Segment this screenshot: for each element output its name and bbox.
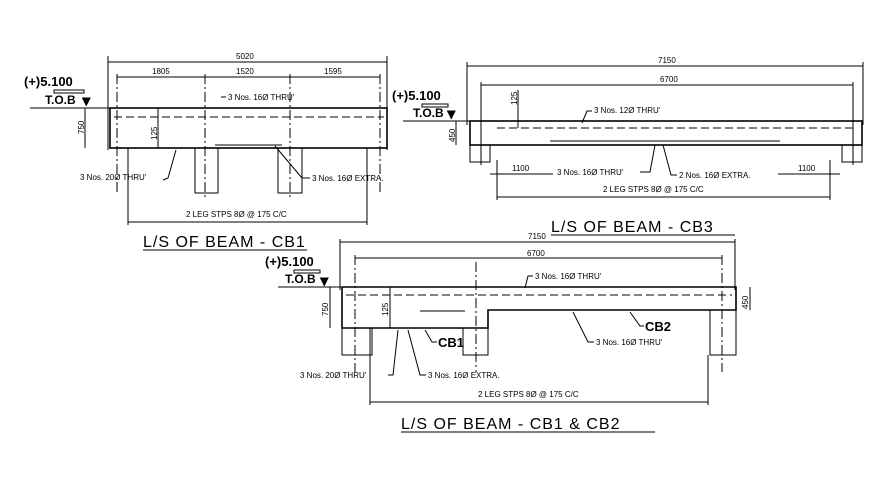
top-bar-label: 3 Nos. 16Ø THRU'	[228, 93, 295, 102]
dim-total: 7150	[528, 232, 546, 241]
cb2-depth-label: 450	[741, 295, 750, 309]
section-title: L/S OF BEAM - CB1 & CB2	[401, 416, 621, 433]
dim-inner: 6700	[527, 249, 545, 258]
tob-label: T.O.B	[285, 272, 316, 286]
dim-total: 5020	[236, 52, 254, 61]
dim-b: 1520	[236, 67, 254, 76]
extra-bar-label: 2 Nos. 16Ø EXTRA.	[679, 171, 751, 180]
cover-label: 125	[381, 302, 390, 316]
stirrup-label: 2 LEG STPS 8Ø @ 175 C/C	[478, 390, 579, 399]
cover-label: 125	[510, 91, 519, 105]
dim-c: 1595	[324, 67, 342, 76]
bottom-bar-label: 3 Nos. 20Ø THRU'	[80, 173, 147, 182]
extra-bar-label: 3 Nos. 16Ø EXTRA.	[428, 371, 500, 380]
cb2-label: CB2	[645, 319, 671, 334]
cb1-label: CB1	[438, 335, 464, 350]
section-title: L/S OF BEAM - CB3	[551, 219, 714, 236]
right-extension: 1100	[798, 164, 816, 173]
depth-label: 750	[77, 120, 86, 134]
dim-total: 7150	[658, 56, 676, 65]
section-cb1-cb2: 7150 6700 (+)5.100 T.O.B 750 125 450 3 N…	[265, 232, 751, 433]
left-extension: 1100	[512, 164, 530, 173]
cb1-depth-label: 750	[321, 302, 330, 316]
top-bar-label: 3 Nos. 12Ø THRU'	[594, 106, 661, 115]
dim-inner: 6700	[660, 75, 678, 84]
top-bar-label: 3 Nos. 16Ø THRU'	[535, 272, 602, 281]
stirrup-label: 2 LEG STPS 8Ø @ 175 C/C	[186, 210, 287, 219]
level-text: (+)5.100	[392, 88, 441, 103]
tob-label: T.O.B	[413, 106, 444, 120]
dim-a: 1805	[152, 67, 170, 76]
cover-label: 125	[150, 126, 159, 140]
cb2-bottom-bar-label: 3 Nos. 16Ø THRU'	[596, 338, 663, 347]
bottom-bar-label: 3 Nos. 16Ø THRU'	[557, 168, 624, 177]
bottom-bar-label: 3 Nos. 20Ø THRU'	[300, 371, 367, 380]
extra-bar-label: 3 Nos. 16Ø EXTRA.	[312, 174, 384, 183]
level-text: (+)5.100	[265, 254, 314, 269]
tob-label: T.O.B	[45, 93, 76, 107]
section-title: L/S OF BEAM - CB1	[143, 234, 306, 251]
section-cb3: 7150 6700 (+)5.100 T.O.B 450 125 3 Nos. …	[392, 56, 864, 236]
stirrup-label: 2 LEG STPS 8Ø @ 175 C/C	[603, 185, 704, 194]
level-text: (+)5.100	[24, 74, 73, 89]
depth-label: 450	[448, 128, 457, 142]
section-cb1: 5020 1805 1520 1595 (+)5.100 T.O.B 750 1…	[24, 52, 388, 251]
